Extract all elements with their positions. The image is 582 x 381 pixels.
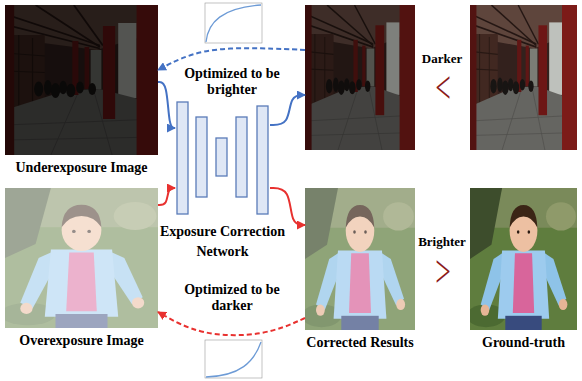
- brightening-curve-plot: [205, 3, 262, 43]
- comparison-symbol: >: [435, 246, 451, 298]
- exposure-network: Exposure Correction Network: [175, 100, 270, 214]
- underexposure-image: Underexposure Image: [5, 5, 158, 155]
- network-blocks: [177, 102, 268, 214]
- label-anchor: <: [403, 62, 483, 114]
- ground-truth-image: Ground-truth: [470, 188, 577, 330]
- corrected-bright-photo: [302, 188, 415, 330]
- edge-label: Optimized to be brighter: [172, 66, 292, 98]
- node-caption: Underexposure Image: [0, 158, 167, 178]
- node-caption: Corrected Results: [285, 333, 435, 353]
- node-caption: Ground-truth: [454, 333, 582, 353]
- overexposure-image: Overexposure Image: [5, 188, 158, 328]
- corrected-dark-photo: [305, 5, 415, 150]
- edge-label: Optimized to be darker: [172, 282, 292, 314]
- darkening-curve-plot: [205, 340, 262, 378]
- flow-arrow: [270, 188, 305, 225]
- ground-truth-child-photo: [467, 188, 577, 330]
- underexposure-photo: [5, 5, 158, 155]
- node-caption: Overexposure Image: [0, 331, 167, 351]
- comparison-symbol: <: [435, 62, 451, 114]
- flow-arrow: [270, 95, 305, 125]
- label-anchor: >: [403, 246, 483, 298]
- corrected-result-image: [305, 5, 415, 150]
- feedback-arc: [158, 312, 305, 335]
- node-caption: Exposure Correction Network: [138, 222, 308, 262]
- overexposure-photo: [0, 188, 158, 328]
- ground-truth-corridor-photo: [470, 5, 577, 150]
- edge-label-anchor: Optimized to be brighter: [172, 66, 292, 98]
- flow-arrow: [158, 188, 175, 205]
- corrected-result-image: Corrected Results: [305, 188, 415, 330]
- edge-label-anchor: Optimized to be darker: [172, 282, 292, 314]
